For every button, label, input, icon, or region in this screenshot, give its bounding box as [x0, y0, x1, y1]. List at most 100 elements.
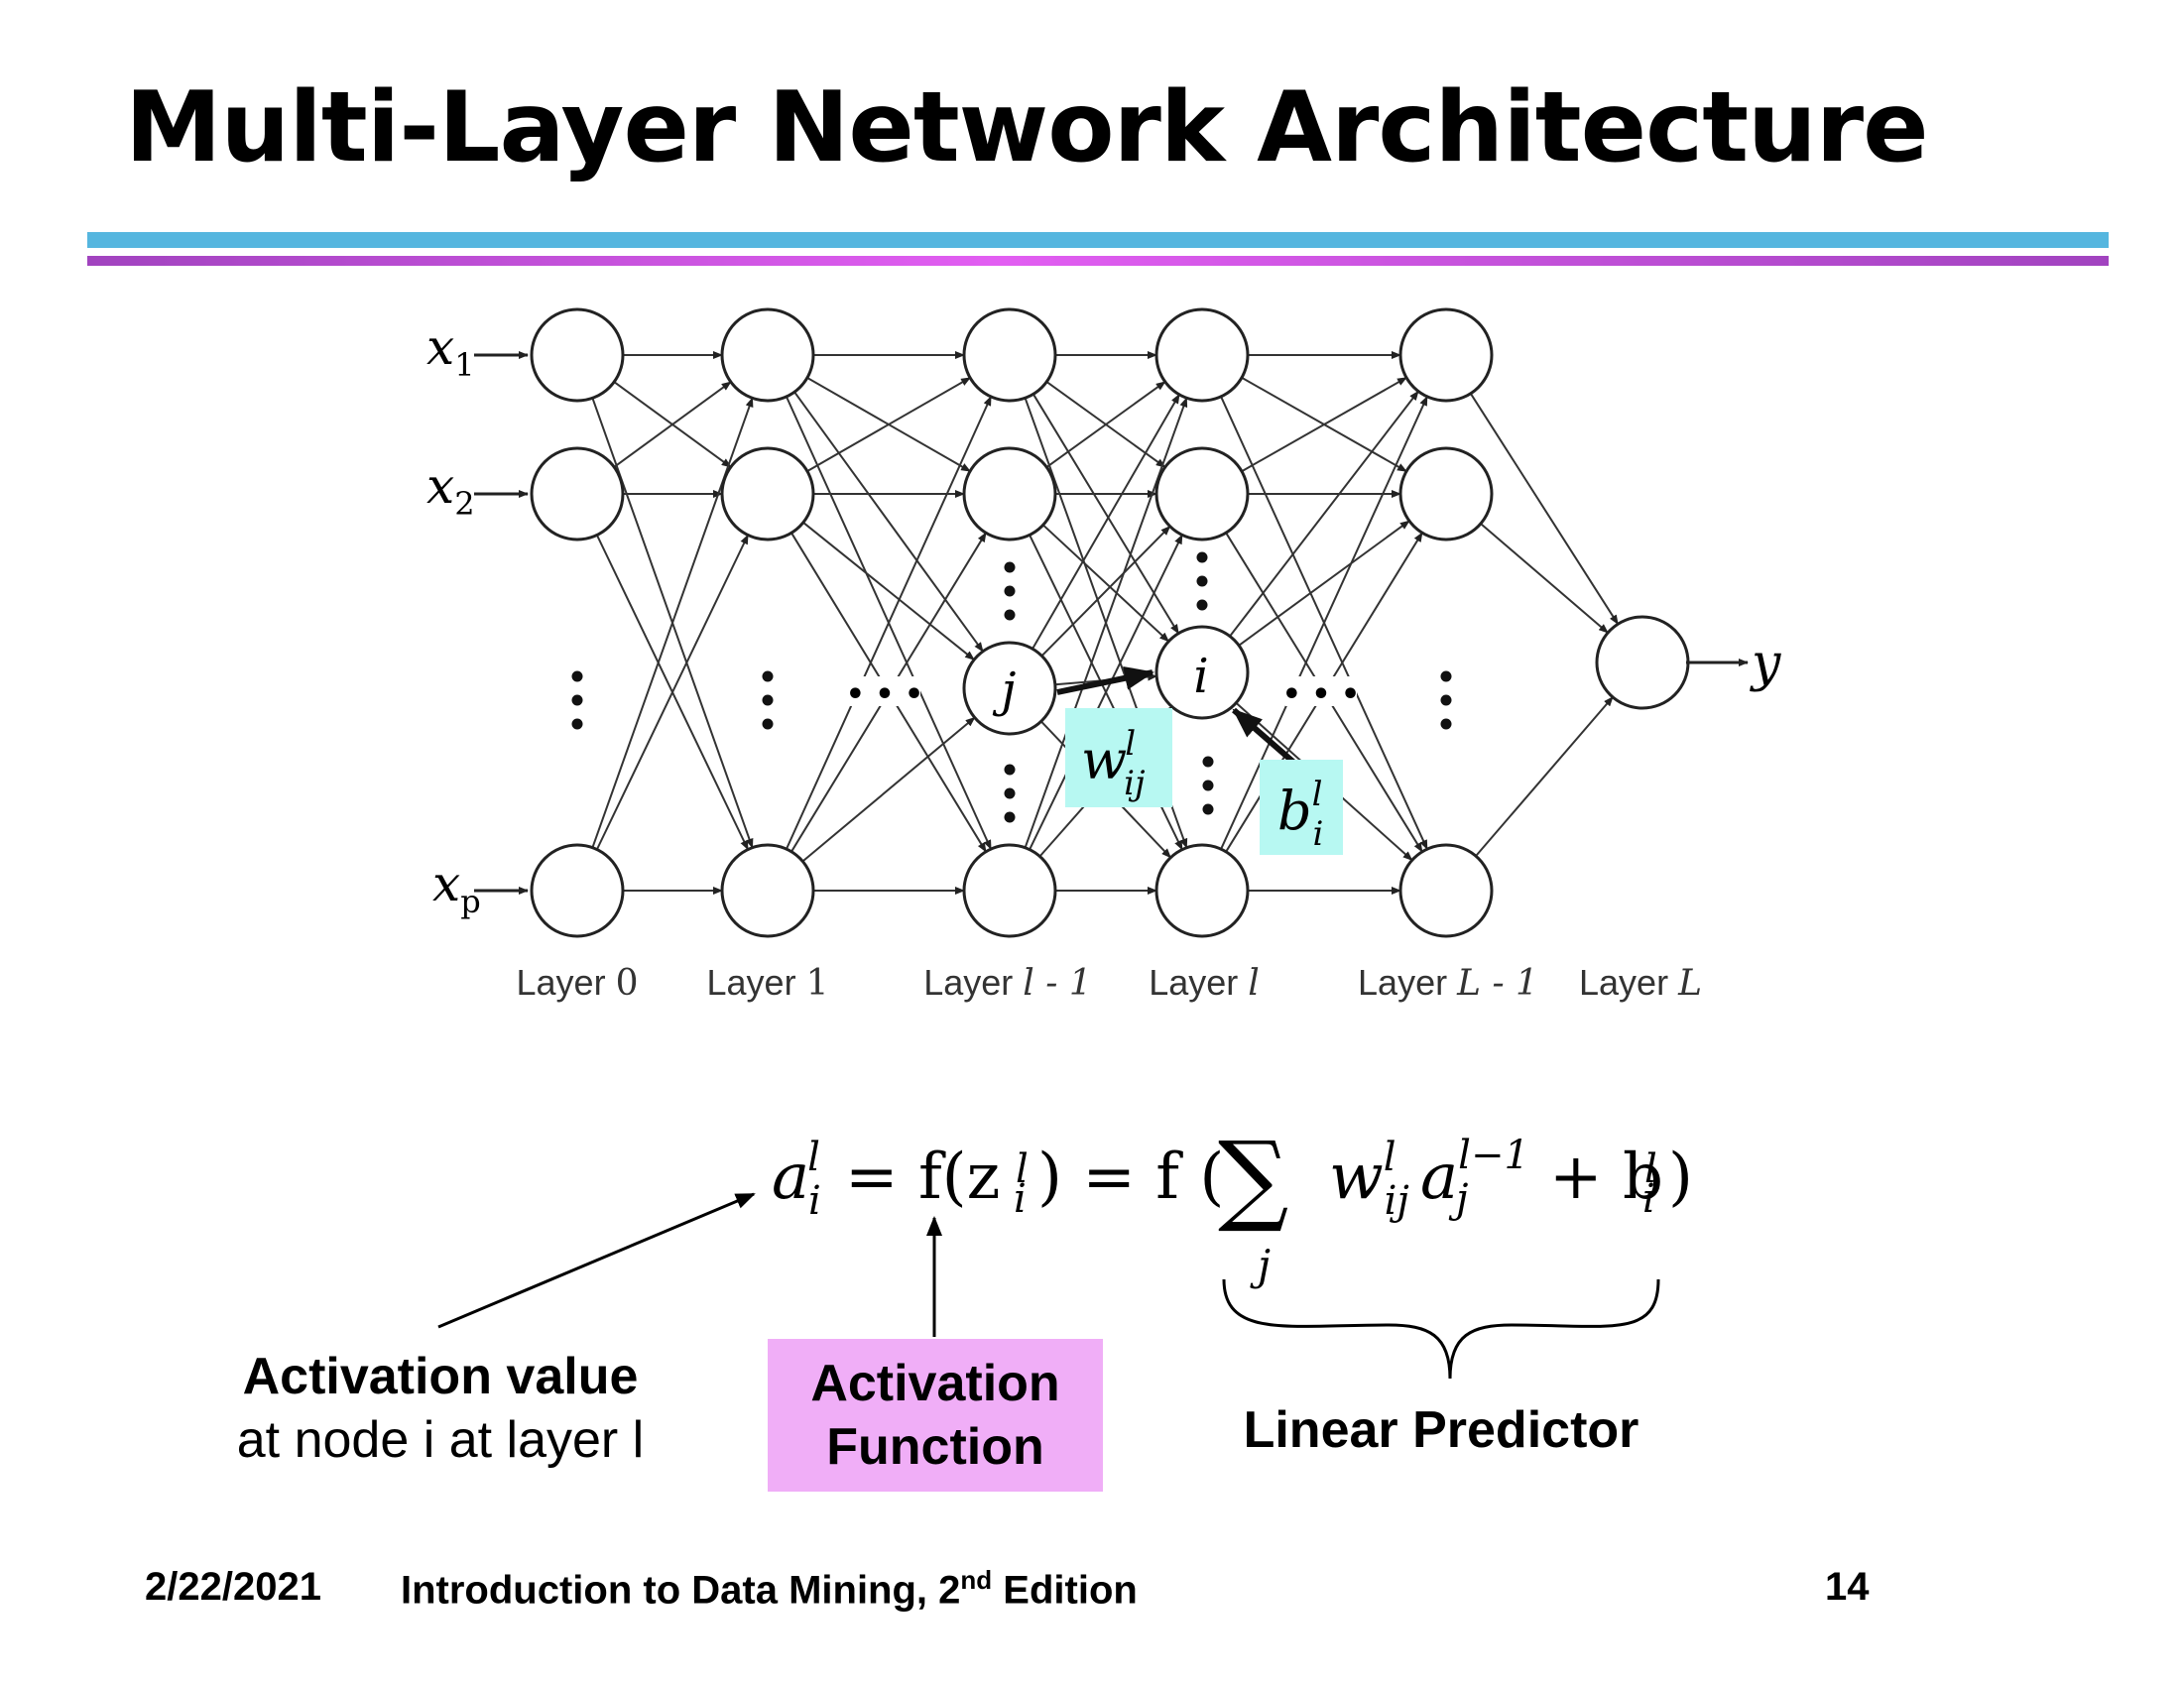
node-layer-l-minus-1-3 [962, 843, 1057, 938]
vertical-ellipsis-dot-2-2 [1004, 609, 1016, 621]
linear-predictor-callout: Linear Predictor [1220, 1398, 1662, 1462]
bias-arrow [1232, 707, 1297, 767]
node-layer-0-0 [530, 307, 625, 403]
title-rule-purple [87, 256, 2109, 266]
edge-layer-1-1-to-layer-l-minus-1-0 [806, 377, 971, 472]
vertical-ellipsis-dot-5-1 [1202, 780, 1214, 791]
layer-label-l: Layer l [1149, 962, 1260, 1004]
linear-predictor-label: Linear Predictor [1243, 1401, 1639, 1459]
vertical-ellipsis-dot-4-1 [1196, 575, 1208, 587]
activation-function-line2: Function [826, 1418, 1044, 1476]
linear-predictor-brace [1222, 1278, 1660, 1380]
footer-book-title: Introduction to Data Mining, 2nd Edition [401, 1565, 1138, 1613]
vertical-ellipsis-dot-6-2 [1440, 718, 1452, 730]
edge-layer-l-3-to-layer-L-minus-1-0 [1220, 395, 1428, 850]
vertical-ellipsis-dot-4-0 [1196, 551, 1208, 563]
formula-close: ) [1668, 1141, 1693, 1214]
edge-layer-1-2-to-layer-l-minus-1-0 [785, 395, 993, 850]
vertical-ellipsis-dot-0-2 [571, 718, 583, 730]
edge-layer-1-2-to-layer-l-minus-1-2 [801, 716, 976, 863]
page-title: Multi-Layer Network Architecture [125, 71, 1929, 184]
node-layer-l-minus-1-2 [962, 641, 1057, 736]
activation-value-rest: at node i at layer l [236, 1411, 645, 1469]
activation-value-callout: Activation value at node i at layer l [224, 1345, 657, 1472]
edge-layer-L-minus-1-0-to-layer-L-0 [1469, 393, 1620, 626]
output-label-y: y [1750, 634, 1781, 693]
node-layer-0-2 [530, 843, 625, 938]
layer-label-l-minus-1: Layer l - 1 [923, 962, 1092, 1004]
layer-label-L: Layer L [1579, 962, 1702, 1004]
activation-function-box: Activation Function [768, 1339, 1103, 1492]
node-layer-1-1 [720, 446, 815, 542]
node-layer-L-minus-1-2 [1398, 843, 1494, 938]
vertical-ellipsis-dot-3-0 [1004, 764, 1016, 776]
edge-layer-l-2-to-layer-L-minus-1-0 [1229, 390, 1419, 638]
footer-page-number: 14 [1825, 1565, 1870, 1609]
svg-text:bli: bli [1277, 775, 1323, 854]
edge-layer-0-2-to-layer-1-1 [595, 534, 750, 850]
weight-arrow [1056, 665, 1154, 695]
svg-text:• • •: • • • [846, 677, 923, 712]
vertical-ellipsis-dot-2-0 [1004, 561, 1016, 573]
connection-edges [591, 351, 1620, 895]
edge-layer-l-minus-1-1-to-layer-l-0 [1045, 381, 1166, 468]
edge-layer-l-2-to-layer-L-minus-1-1 [1238, 520, 1410, 647]
node-layer-l-1 [1154, 446, 1250, 542]
input-label-x1: x1 [426, 318, 475, 384]
formula-bias-sup: l [1644, 1146, 1657, 1192]
horizontal-ellipsis-right: • • • [1282, 676, 1360, 712]
edge-layer-l-minus-1-3-to-layer-l-0 [1024, 397, 1188, 849]
vertical-ellipsis-dot-6-0 [1440, 670, 1452, 682]
node-layer-1-2 [720, 843, 815, 938]
edge-layer-l-minus-1-3-to-layer-l-1 [1029, 534, 1183, 851]
vertical-ellipsis-dot-1-1 [762, 694, 774, 706]
node-layer-l-0 [1154, 307, 1250, 403]
vertical-ellipses [571, 551, 1452, 823]
formula-sum-index: j [1250, 1241, 1271, 1289]
formula-z-sup: l [1016, 1146, 1029, 1192]
horizontal-ellipsis-left: • • • [846, 676, 923, 712]
footer-date: 2/22/2021 [145, 1565, 321, 1609]
edge-layer-1-1-to-layer-l-minus-1-2 [802, 522, 975, 661]
edge-layer-1-0-to-layer-l-minus-1-2 [793, 391, 984, 653]
vertical-ellipsis-dot-6-1 [1440, 694, 1452, 706]
formula-eq-fz: = f(z [845, 1141, 1000, 1214]
formula-eq-f: ) = f ( [1037, 1141, 1224, 1214]
formula-plus-bias: + b [1549, 1141, 1663, 1214]
vertical-ellipsis-dot-3-2 [1004, 811, 1016, 823]
svg-text:• • •: • • • [1282, 677, 1360, 712]
vertical-ellipsis-dot-3-1 [1004, 787, 1016, 799]
edge-layer-l-minus-1-2-to-layer-l-0 [1031, 393, 1180, 650]
vertical-ellipsis-dot-4-2 [1196, 599, 1208, 611]
activation-value-bold: Activation value [242, 1348, 639, 1405]
formula-bias-sub: i [1642, 1176, 1655, 1222]
vertical-ellipsis-dot-2-1 [1004, 585, 1016, 597]
activation-function-line1: Activation [810, 1355, 1060, 1412]
title-rule-blue [87, 232, 2109, 248]
node-layer-l-minus-1-0 [962, 307, 1057, 403]
layer-label-1: Layer 1 [707, 962, 829, 1004]
node-layer-L-0 [1595, 615, 1690, 710]
vertical-ellipsis-dot-1-0 [762, 670, 774, 682]
edge-layer-L-minus-1-2-to-layer-L-0 [1475, 696, 1614, 857]
node-layer-1-0 [720, 307, 815, 403]
edge-layer-l-1-to-layer-L-minus-1-0 [1241, 376, 1407, 473]
node-layer-L-minus-1-0 [1398, 307, 1494, 403]
node-layer-l-2 [1154, 625, 1250, 720]
activation-value-arrow [437, 1192, 756, 1329]
node-label-i: i [1193, 649, 1208, 704]
edge-layer-l-minus-1-0-to-layer-l-2 [1031, 393, 1180, 635]
formula-prev-activation: al−1 [1420, 1133, 1529, 1214]
edge-layer-l-minus-1-2-to-layer-l-1 [1040, 525, 1171, 658]
edge-layer-l-minus-1-1-to-layer-l-2 [1042, 524, 1170, 643]
layer-label-L-minus-1: Layer L - 1 [1358, 962, 1538, 1004]
vertical-ellipsis-dot-0-0 [571, 670, 583, 682]
vertical-ellipsis-dot-5-0 [1202, 756, 1214, 768]
